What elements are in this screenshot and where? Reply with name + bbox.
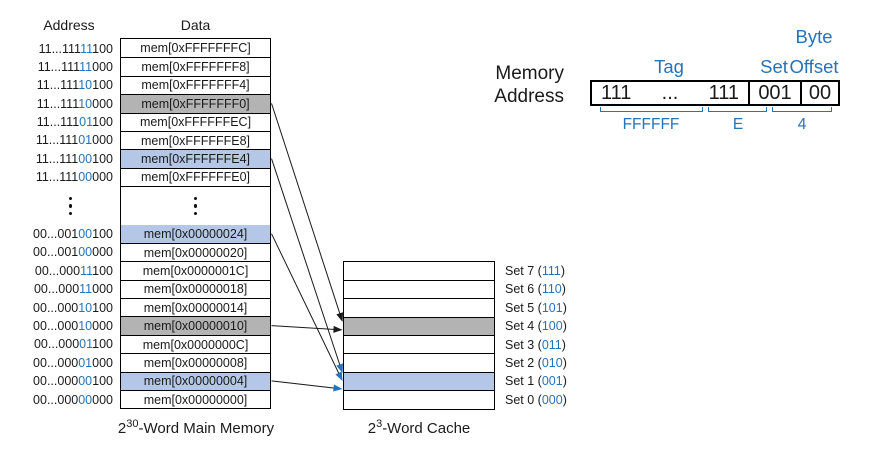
set-bits: 11 [79, 59, 93, 74]
memory-binary-address-column: 11...11111100 11...11111000 11...1111010… [0, 40, 113, 409]
vertical-ellipsis-icon [121, 186, 270, 225]
vertical-ellipsis-icon [0, 187, 113, 225]
memory-cell: mem[0xFFFFFFF4] [121, 75, 270, 95]
set-bits: 00 [78, 227, 93, 242]
binary-address: 00...00100000 [33, 245, 113, 260]
cache-set-labels: Set 7 (111) Set 6 (110) Set 5 (101) Set … [505, 262, 635, 409]
set-label: Set 2 (010) [505, 355, 567, 370]
offset-label: Offset [789, 56, 839, 77]
memory-cell: mem[0x00000008] [121, 353, 270, 372]
memory-cell: mem[0x0000000C] [121, 334, 270, 354]
binary-address: 00...00011000 [33, 282, 113, 297]
memory-cell-highlight-blue: mem[0xFFFFFFE4] [121, 149, 270, 168]
set-bits: 01 [79, 115, 93, 130]
tag-label: Tag [654, 56, 684, 77]
memory-cell: mem[0xFFFFFFF8] [121, 57, 270, 76]
binary-address: 00...00010000 [33, 318, 113, 333]
set-bits: 11 [79, 282, 93, 297]
set-label: Set 3 (011) [505, 337, 566, 352]
cache-set-row-highlight-gray [344, 316, 494, 336]
set-field: 001 [748, 82, 800, 104]
cache-table [343, 260, 495, 410]
binary-address: 00...00000100 [33, 374, 113, 389]
memory-cell: mem[0x0000001C] [121, 261, 270, 280]
cache-set-row [344, 261, 494, 280]
cache-set-row [344, 279, 494, 299]
binary-address: 11...11101100 [36, 115, 113, 130]
hex-brace-tag [600, 107, 703, 112]
memory-cell: mem[0x00000014] [121, 298, 270, 317]
address-column-header: Address [43, 17, 95, 33]
memory-cell: mem[0x00000018] [121, 279, 270, 299]
main-memory-table: mem[0xFFFFFFFC] mem[0xFFFFFFF8] mem[0xFF… [120, 38, 271, 410]
binary-address: 00...00001100 [33, 337, 113, 352]
set-label: Set 6 (110) [505, 282, 566, 297]
set-bits: 01 [79, 337, 93, 352]
binary-address: 00...00010100 [33, 300, 113, 315]
binary-address: 11...11100100 [35, 151, 113, 166]
set-label: Set 0 (000) [505, 392, 567, 407]
data-column-header: Data [180, 17, 211, 33]
binary-address: 00...00011100 [34, 263, 113, 278]
memory-cell-highlight-gray: mem[0xFFFFFFF0] [121, 94, 270, 113]
set-bits: 01 [78, 133, 93, 148]
memory-cell: mem[0xFFFFFFE0] [121, 167, 270, 187]
memory-address-field: 111 ... 111 001 00 [590, 80, 840, 106]
cache-set-row [344, 390, 494, 409]
memory-cell: mem[0xFFFFFFFC] [121, 39, 270, 58]
hex-brace-middle [708, 107, 767, 112]
hex-group-label: 4 [797, 116, 807, 133]
set-label: Set 1 (001) [505, 374, 567, 389]
cache-set-row [344, 298, 494, 317]
binary-address: 11...11110100 [36, 78, 113, 93]
byte-label: Byte [795, 26, 833, 47]
memory-cell-highlight-gray: mem[0x00000010] [121, 316, 270, 335]
set-bits: 10 [78, 318, 93, 333]
set-bits: 00 [78, 170, 93, 185]
set-label: Set 5 (101) [505, 300, 567, 315]
set-bits: 10 [78, 78, 93, 93]
set-bits: 00 [78, 392, 93, 407]
set-bits: 10 [78, 300, 93, 315]
cache-set-row [344, 353, 494, 372]
memory-cell: mem[0xFFFFFFE8] [121, 130, 270, 150]
cache-set-row [344, 335, 494, 354]
set-bits: 10 [78, 96, 93, 111]
memory-cell: mem[0xFFFFFFEC] [121, 112, 270, 131]
set-bits: 00 [78, 151, 93, 166]
set-label: Set 7 (111) [505, 264, 566, 278]
hex-group-label: FFFFFF [622, 116, 680, 133]
cache-caption: 23-Word Cache [367, 418, 471, 437]
binary-address: 11...11111100 [38, 41, 113, 56]
memory-cell: mem[0x00000020] [121, 242, 270, 262]
memory-cell: mem[0x00000000] [121, 390, 270, 409]
hex-group-label: E [732, 116, 744, 133]
set-bits: 11 [80, 41, 93, 56]
cache-set-row-highlight-blue [344, 371, 494, 391]
memory-cell-highlight-blue: mem[0x00000004] [121, 371, 270, 391]
set-field-label: Set [760, 56, 788, 77]
main-memory-caption: 230-Word Main Memory [117, 418, 275, 437]
binary-address: 00...00000000 [33, 392, 113, 407]
byte-offset-field: 00 [800, 82, 838, 104]
binary-address: 11...11111000 [37, 59, 113, 74]
binary-address: 11...11100000 [35, 170, 113, 185]
memory-address-label: Memory Address [494, 63, 564, 107]
hex-brace-low [772, 107, 832, 112]
memory-cell-highlight-blue: mem[0x00000024] [121, 224, 270, 243]
tag-field: 111 ... 111 [601, 81, 739, 104]
set-bits: 00 [78, 245, 93, 260]
set-bits: 00 [78, 374, 93, 389]
binary-address: 00...00001000 [33, 355, 113, 370]
set-bits: 11 [80, 263, 93, 278]
binary-address: 11...11101000 [35, 133, 113, 148]
set-label: Set 4 (100) [505, 319, 567, 334]
binary-address: 11...11110000 [36, 96, 113, 111]
binary-address: 00...00100100 [33, 227, 113, 242]
set-bits: 01 [78, 355, 93, 370]
